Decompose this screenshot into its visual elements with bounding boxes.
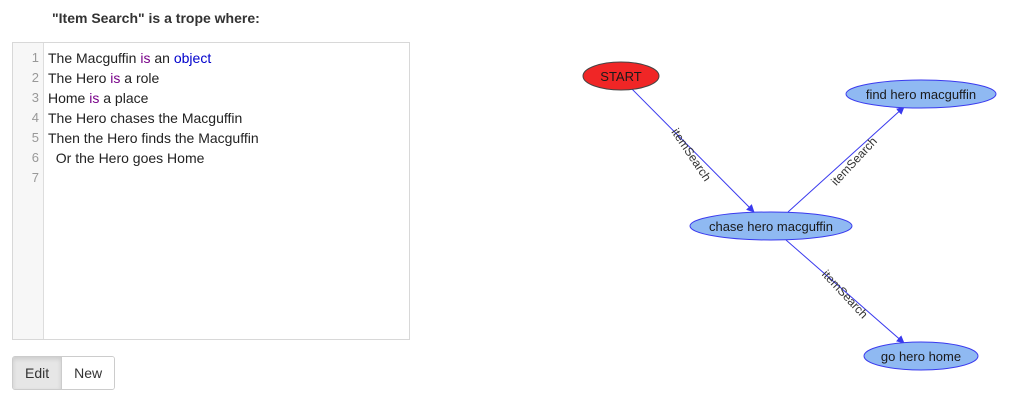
line-number: 5: [31, 130, 39, 145]
line-number: 1: [31, 50, 39, 65]
line-number: 3: [31, 90, 39, 105]
type-token: object: [173, 50, 212, 66]
edge-start-to-chase: [630, 87, 755, 213]
text-token: Then the Hero finds the Macguffin: [48, 130, 259, 146]
keyword-token: is: [89, 90, 100, 106]
line-number: 2: [31, 70, 39, 85]
text-token: a place: [99, 90, 149, 106]
text-token: Or the Hero goes Home: [48, 150, 205, 166]
editor-line[interactable]: 5 Then the Hero finds the Macguffin: [13, 128, 409, 148]
editor-line[interactable]: 4 The Hero chases the Macguffin: [13, 108, 409, 128]
edge-label-start-chase: itemSearch: [669, 126, 715, 184]
edge-label-chase-home: itemSearch: [819, 267, 871, 321]
node-start[interactable]: START: [582, 61, 660, 91]
editor-line[interactable]: 1 The Macguffin is an object: [13, 48, 409, 68]
edit-button[interactable]: Edit: [13, 357, 62, 389]
text-token: The Hero chases the Macguffin: [48, 110, 243, 126]
line-number: 7: [31, 170, 39, 185]
node-chase-label: chase hero macguffin: [709, 219, 833, 234]
mode-button-group: Edit New: [12, 356, 116, 390]
new-button[interactable]: New: [61, 357, 115, 389]
editor-line[interactable]: 6 Or the Hero goes Home: [13, 148, 409, 168]
line-code: Then the Hero finds the Macguffin: [48, 128, 259, 148]
line-number: 6: [31, 150, 39, 165]
text-token: The Macguffin: [48, 50, 141, 66]
edge-chase-to-home: [785, 239, 905, 344]
line-code: The Hero chases the Macguffin: [48, 108, 242, 128]
editor-line[interactable]: 7: [13, 168, 409, 188]
edge-label-chase-find: itemSearch: [828, 134, 880, 188]
node-find-hero-macguffin[interactable]: find hero macguffin: [845, 79, 997, 109]
editor-line[interactable]: 2 The Hero is a role: [13, 68, 409, 88]
code-editor[interactable]: 1 The Macguffin is an object 2 The Hero is …: [12, 42, 410, 340]
node-home-label: go hero home: [881, 349, 961, 364]
editor-lines[interactable]: 1 The Macguffin is an object 2 The Hero is …: [13, 48, 409, 188]
line-number: 4: [31, 110, 39, 125]
node-find-label: find hero macguffin: [866, 87, 976, 102]
edge-chase-to-find: [787, 106, 905, 213]
text-token: a role: [120, 70, 160, 86]
text-token: an: [150, 50, 174, 66]
line-code: The Hero is a role: [48, 68, 159, 88]
page-title: "Item Search" is a trope where:: [52, 10, 260, 26]
editor-line[interactable]: 3 Home is a place: [13, 88, 409, 108]
line-code: The Macguffin is an object: [48, 48, 211, 68]
line-code: Home is a place: [48, 88, 148, 108]
keyword-token: is: [140, 50, 151, 66]
text-token: Home: [48, 90, 90, 106]
keyword-token: is: [110, 70, 121, 86]
node-start-label: START: [600, 69, 641, 84]
line-number-gutter: [13, 43, 44, 339]
text-token: The Hero: [48, 70, 111, 86]
line-code: Or the Hero goes Home: [48, 148, 205, 168]
node-chase-hero-macguffin[interactable]: chase hero macguffin: [689, 211, 853, 241]
node-go-hero-home[interactable]: go hero home: [863, 341, 979, 371]
